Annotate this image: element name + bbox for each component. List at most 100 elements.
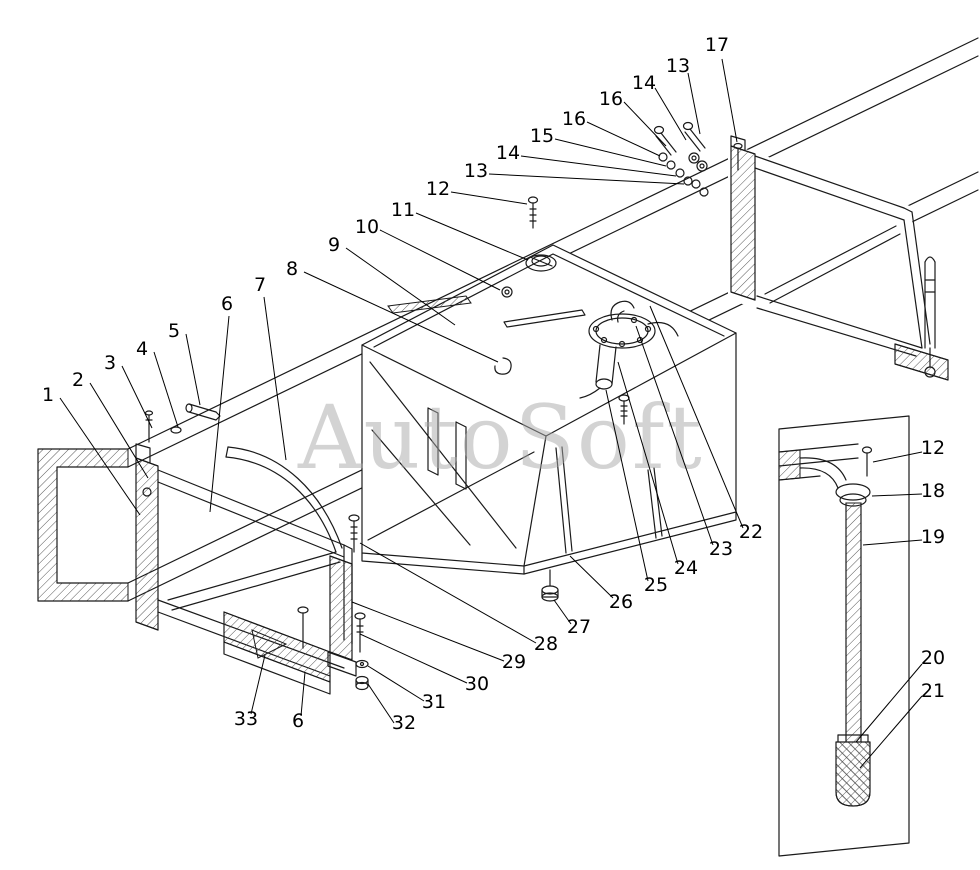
callout-leader-line: [121, 365, 153, 429]
watermark-text: AutoSoft: [297, 386, 704, 489]
callout-label-29[interactable]: 29: [502, 651, 526, 673]
callout-label-31[interactable]: 31: [422, 691, 446, 713]
callout-leader-line: [635, 325, 714, 546]
callout-leader-line: [554, 138, 667, 167]
callout-leader-line: [586, 121, 661, 157]
callout-leader-line: [872, 451, 923, 463]
callout-label-16[interactable]: 16: [599, 88, 623, 110]
callout-leader-line: [250, 654, 266, 715]
right-mounting-bracket: [728, 135, 949, 381]
callout-label-22[interactable]: 22: [739, 521, 763, 543]
callout-leader-line: [89, 382, 149, 479]
intake-pipe: [799, 457, 871, 743]
callout-label-30[interactable]: 30: [465, 673, 489, 695]
callout-label-6[interactable]: 6: [292, 710, 304, 732]
callout-leader-line: [209, 315, 230, 513]
callout-label-24[interactable]: 24: [674, 557, 698, 579]
callout-label-20[interactable]: 20: [921, 647, 945, 669]
callout-label-6[interactable]: 6: [221, 293, 233, 315]
callout-leader-line: [859, 695, 923, 769]
callout-leader-line: [153, 351, 179, 428]
callout-label-25[interactable]: 25: [644, 574, 668, 596]
callout-label-23[interactable]: 23: [709, 538, 733, 560]
strap-hook: [494, 357, 512, 375]
callout-label-10[interactable]: 10: [355, 216, 379, 238]
bolt-12: [527, 196, 539, 229]
fuel-sender-assembly: [579, 300, 679, 425]
cotter-pin: [144, 410, 182, 443]
left-mounting-bracket: [135, 403, 369, 695]
callout-label-13[interactable]: 13: [464, 160, 488, 182]
callout-label-12[interactable]: 12: [426, 178, 450, 200]
callout-leader-line: [359, 633, 468, 684]
callout-label-14[interactable]: 14: [496, 142, 520, 164]
callout-leader-line: [351, 601, 505, 662]
callout-label-12[interactable]: 12: [921, 437, 945, 459]
mounting-bolts: [297, 514, 369, 691]
callout-leader-line: [520, 155, 677, 177]
callout-leader-line: [59, 397, 141, 516]
callout-label-16[interactable]: 16: [562, 108, 586, 130]
callout-label-32[interactable]: 32: [392, 712, 416, 734]
callout-label-26[interactable]: 26: [609, 591, 633, 613]
callout-leader-line: [488, 173, 685, 185]
callout-label-27[interactable]: 27: [567, 616, 591, 638]
callout-leader-line: [649, 305, 744, 529]
tank-straps: [555, 446, 663, 554]
strap-band: [329, 555, 353, 661]
callout-label-2[interactable]: 2: [72, 369, 84, 391]
callout-label-18[interactable]: 18: [921, 480, 945, 502]
callout-leader-line: [687, 72, 701, 135]
callout-label-28[interactable]: 28: [534, 633, 558, 655]
callout-leader-line: [367, 683, 395, 724]
callout-label-15[interactable]: 15: [530, 125, 554, 147]
callout-leader-line: [185, 333, 201, 406]
callout-leader-line: [569, 555, 614, 599]
filler-cap: [525, 254, 557, 272]
fuel-intake-inset: [778, 415, 910, 857]
callout-leader-line: [303, 271, 499, 363]
callout-leader-line: [871, 493, 923, 497]
callout-label-7[interactable]: 7: [254, 274, 266, 296]
callout-leader-line: [379, 229, 501, 291]
callout-label-9[interactable]: 9: [328, 234, 340, 256]
callout-leader-line: [623, 101, 667, 147]
callout-leader-line: [367, 665, 425, 702]
callout-label-4[interactable]: 4: [136, 338, 148, 360]
callout-leader-line: [300, 671, 306, 717]
callout-label-17[interactable]: 17: [705, 34, 729, 56]
callout-leader-line: [605, 389, 649, 582]
strap-bolt: [185, 403, 221, 421]
callout-label-3[interactable]: 3: [104, 352, 116, 374]
callout-layer: 1234567891011121314151616141317222324252…: [42, 34, 945, 769]
callout-leader-line: [345, 247, 456, 326]
callout-leader-line: [553, 599, 572, 625]
callout-leader-line: [415, 212, 529, 261]
tank-bottom-nut: [541, 569, 559, 602]
callout-label-1[interactable]: 1: [42, 384, 54, 406]
callout-leader-line: [855, 663, 923, 743]
tank-top-strip: [387, 295, 472, 314]
inset-bolt-12: [861, 446, 873, 477]
drain-plug: [501, 286, 513, 298]
fasteners-cluster: [653, 121, 743, 197]
callout-label-14[interactable]: 14: [632, 72, 656, 94]
callout-label-21[interactable]: 21: [921, 680, 945, 702]
callout-leader-line: [654, 87, 687, 141]
callout-leader-line: [450, 191, 528, 205]
callout-label-5[interactable]: 5: [168, 320, 180, 342]
callout-leader-line: [721, 58, 738, 143]
callout-leader-line: [263, 296, 287, 461]
tank-strap-rod: [225, 446, 343, 553]
gusset: [251, 629, 288, 659]
callout-label-19[interactable]: 19: [921, 526, 945, 548]
callout-leader-line: [617, 361, 679, 565]
intake-strainer: [835, 734, 871, 807]
tank-baffles: [427, 407, 467, 490]
callout-label-33[interactable]: 33: [234, 708, 258, 730]
callout-label-11[interactable]: 11: [391, 199, 415, 221]
callout-label-13[interactable]: 13: [666, 55, 690, 77]
callout-leader-line: [359, 542, 537, 644]
callout-label-8[interactable]: 8: [286, 258, 298, 280]
